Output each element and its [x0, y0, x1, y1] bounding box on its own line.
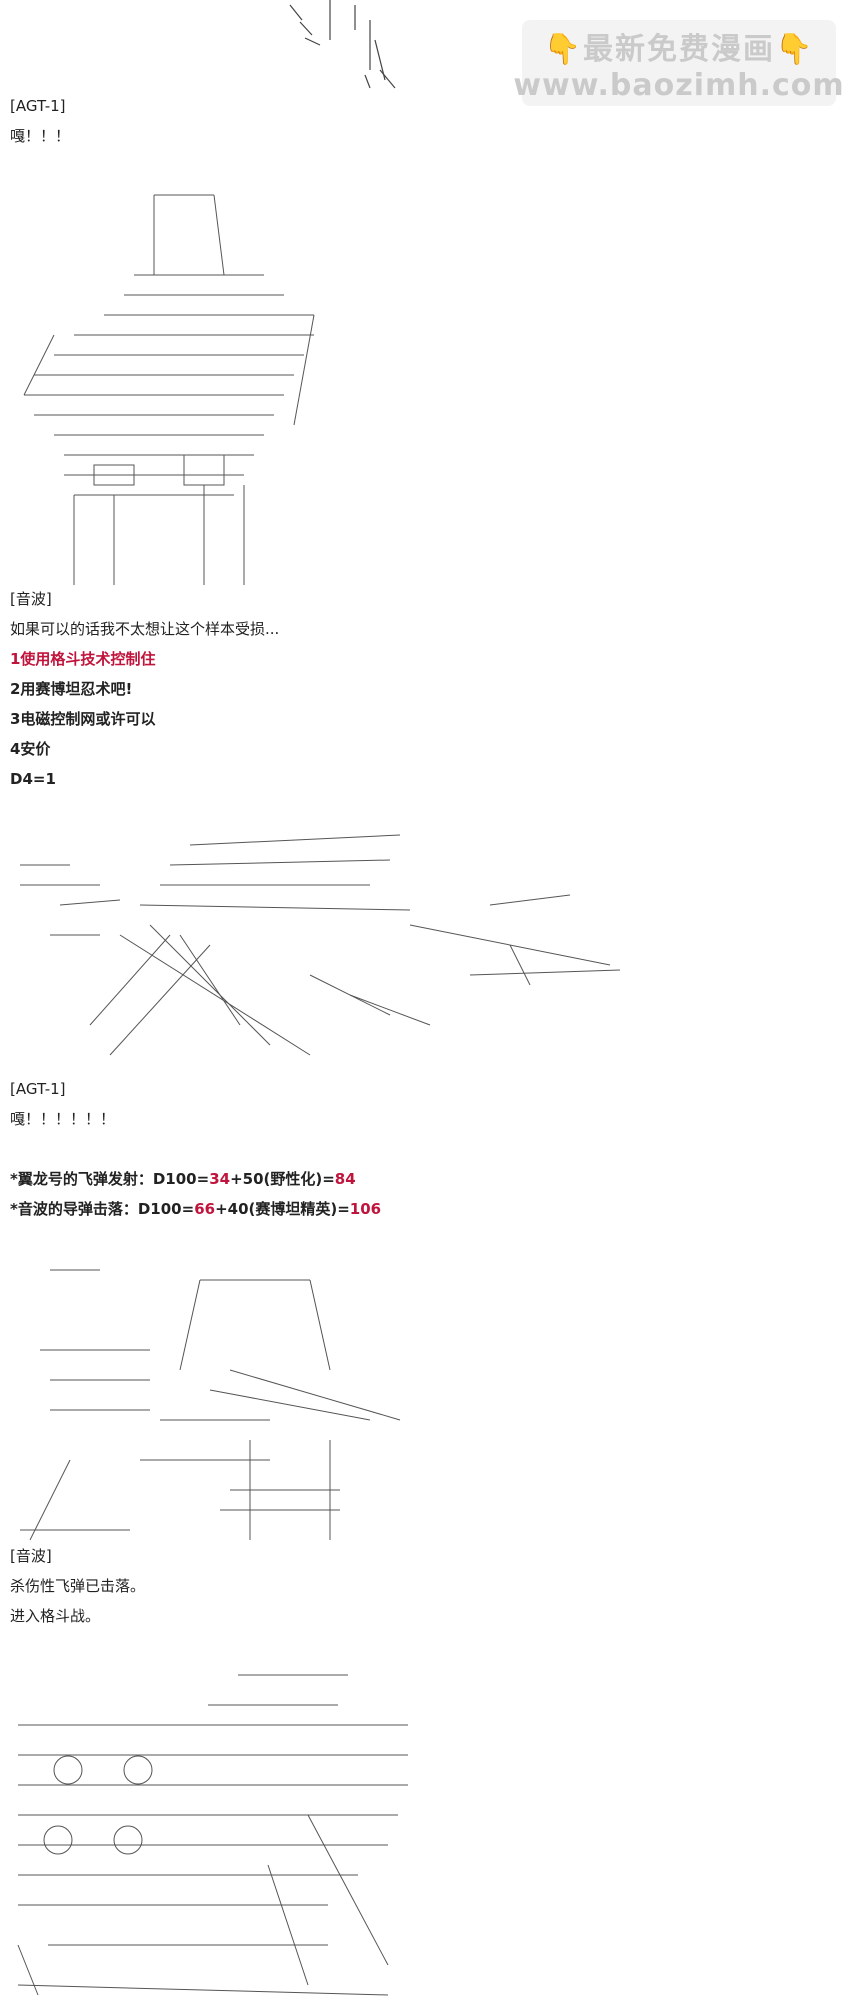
roll-value: 34: [209, 1170, 231, 1188]
hand-down-icon: 👇: [543, 31, 583, 67]
dialogue-line: 进入格斗战。: [10, 1607, 101, 1625]
ascii-art-melee: [8, 1665, 413, 2000]
option-item: 2用赛博坦忍术吧!: [10, 680, 133, 698]
roll-bonus: +40(赛博坦精英)=: [215, 1200, 350, 1218]
dialogue-line: 嘎！！！！！！: [10, 1110, 116, 1128]
option-item: 1使用格斗技术控制住: [10, 650, 156, 668]
hand-down-icon: 👇: [775, 31, 815, 67]
roll-line: *翼龙号的飞弹发射：D100=34+50(野性化)=84: [10, 1170, 356, 1188]
ascii-art-top: [270, 0, 420, 92]
ascii-art-launcher: [10, 1260, 410, 1545]
roll-label: *翼龙号的飞弹发射：D100=: [10, 1170, 210, 1188]
watermark: 👇最新免费漫画👇 www.baozimh.com: [513, 20, 844, 106]
speaker-label: [AGT-1]: [10, 1080, 66, 1098]
roll-value: 66: [194, 1200, 216, 1218]
roll-total: 106: [349, 1200, 382, 1218]
dialogue-line: 如果可以的话我不太想让这个样本受损...: [10, 620, 280, 638]
watermark-url: www.baozimh.com: [513, 67, 845, 103]
ascii-art-jets: [10, 825, 620, 1070]
speaker-label: [音波]: [10, 590, 52, 608]
option-item: 3电磁控制网或许可以: [10, 710, 156, 728]
speaker-label: [音波]: [10, 1547, 52, 1565]
speaker-label: [AGT-1]: [10, 97, 66, 115]
roll-line: *音波的导弹击落：D100=66+40(赛博坦精英)=106: [10, 1200, 381, 1218]
option-item: 4安价: [10, 740, 51, 758]
ascii-art-robot: [14, 185, 324, 595]
roll-label: *音波的导弹击落：D100=: [10, 1200, 195, 1218]
dialogue-line: 嘎！！！: [10, 127, 71, 145]
dice-result: D4=1: [10, 770, 56, 788]
roll-total: 84: [334, 1170, 356, 1188]
watermark-title: 最新免费漫画: [583, 31, 775, 67]
dialogue-line: 杀伤性飞弹已击落。: [10, 1577, 146, 1595]
roll-bonus: +50(野性化)=: [230, 1170, 335, 1188]
